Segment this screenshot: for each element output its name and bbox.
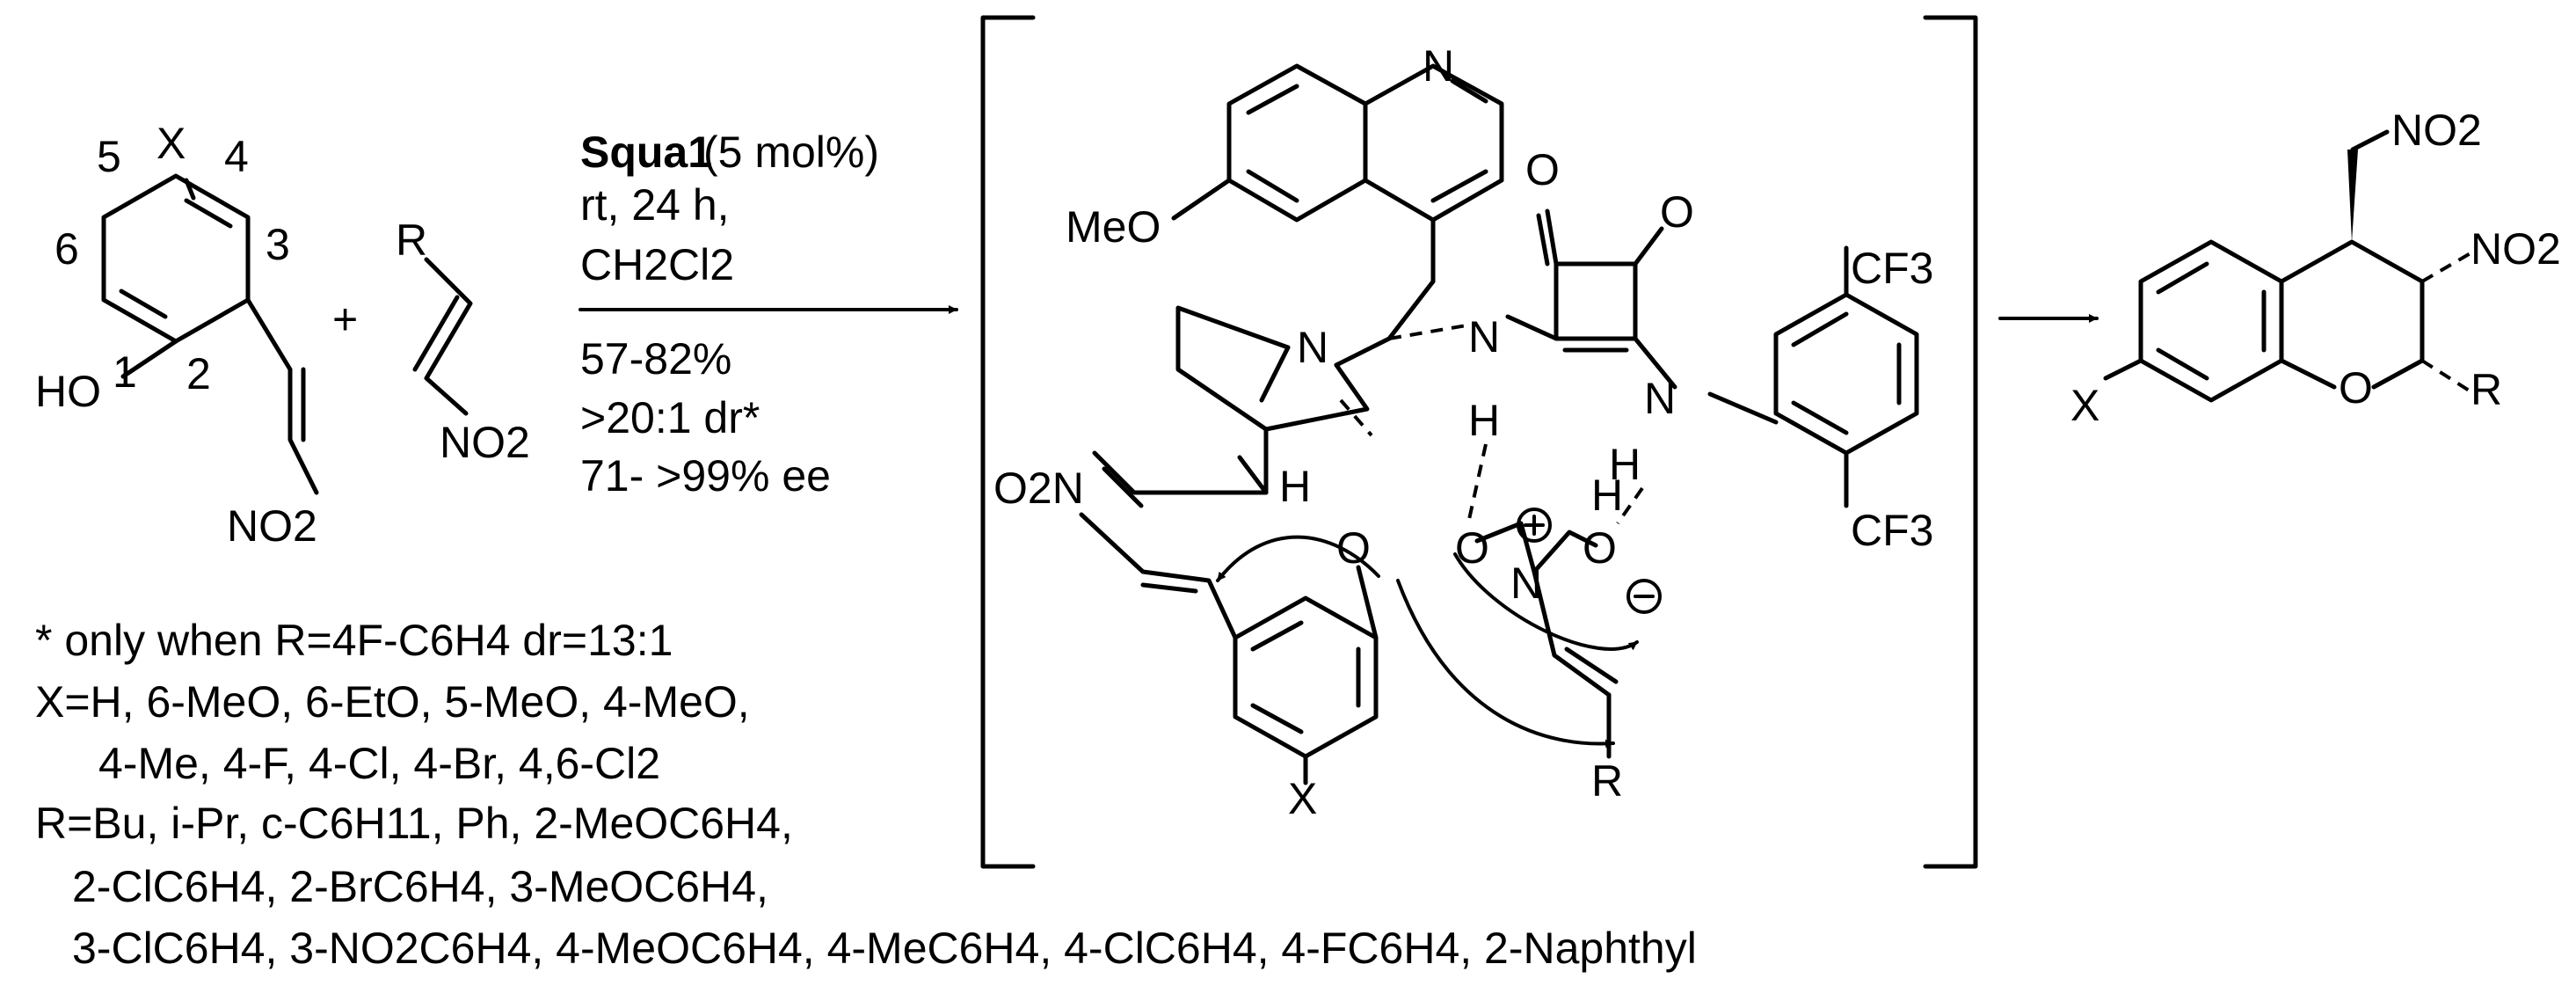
substrate-scope-notes: * only when R=4F-C6H4 dr=13:1 X=H, 6-MeO… bbox=[35, 616, 1697, 973]
ts-methoxy: MeO bbox=[1066, 202, 1161, 252]
hydroxyl-label: HO bbox=[35, 367, 101, 416]
substrate-nitrovinylphenol: 5 X 4 6 3 1 2 HO NO2 bbox=[35, 119, 319, 551]
catalyst-loading: (5 mol%) bbox=[703, 128, 879, 177]
right-bracket bbox=[1923, 15, 1978, 869]
ts-nitrovinyl-o2n: O2N bbox=[993, 464, 1084, 513]
ts-r-label: R bbox=[1591, 756, 1623, 806]
product-ring-o: O bbox=[2339, 363, 2373, 413]
ts-squaramide-o2: O bbox=[1660, 187, 1694, 237]
note-r-scope-2: 2-ClC6H4, 2-BrC6H4, 3-MeOC6H4, bbox=[72, 862, 768, 911]
position-5-label: 5 bbox=[97, 132, 121, 181]
nitro-label-1: NO2 bbox=[227, 501, 317, 551]
ts-amide-h1: H bbox=[1468, 396, 1500, 445]
ts-squaramide-o1: O bbox=[1525, 145, 1560, 194]
ts-x-label: X bbox=[1288, 774, 1317, 823]
product-r: R bbox=[2470, 365, 2502, 414]
ts-nitronate-o2: O bbox=[1583, 523, 1617, 573]
ts-quinoline-n: N bbox=[1423, 41, 1454, 91]
ts-amide-n1: N bbox=[1468, 312, 1500, 362]
product-nitro-side: NO2 bbox=[2470, 224, 2561, 274]
yield: 57-82% bbox=[580, 334, 731, 383]
ts-amide-h2: H bbox=[1609, 440, 1641, 489]
position-3-label: 3 bbox=[266, 220, 290, 269]
note-r-scope-3: 3-ClC6H4, 3-NO2C6H4, 4-MeOC6H4, 4-MeC6H4… bbox=[72, 924, 1697, 973]
transition-state: N MeO O O CF3 CF3 N N H N H H O O N O H … bbox=[993, 41, 1933, 823]
dr: >20:1 dr* bbox=[580, 393, 760, 442]
note-x-scope-2: 4-Me, 4-F, 4-Cl, 4-Br, 4,6-Cl2 bbox=[98, 739, 660, 788]
catalyst-name: Squa1 bbox=[580, 128, 712, 177]
ts-phenolate-o: O bbox=[1336, 523, 1371, 573]
ts-nitronate-n: N bbox=[1510, 559, 1542, 608]
nitro-label-2: NO2 bbox=[440, 418, 530, 467]
x-substituent-label: X bbox=[156, 119, 186, 168]
note-x-scope-1: X=H, 6-MeO, 6-EtO, 5-MeO, 4-MeO, bbox=[35, 677, 750, 727]
ts-nitronate-h: H bbox=[1591, 471, 1623, 520]
plus-sign: + bbox=[332, 295, 358, 344]
ts-cf3-bottom: CF3 bbox=[1851, 506, 1933, 555]
left-bracket bbox=[980, 15, 1036, 869]
ts-cf3-top: CF3 bbox=[1851, 244, 1933, 293]
solvent: CH2Cl2 bbox=[580, 240, 734, 289]
note-r-scope-1: R=Bu, i-Pr, c-C6H11, Ph, 2-MeOC6H4, bbox=[35, 799, 793, 848]
position-2-label: 2 bbox=[186, 349, 211, 398]
product-chromane: NO2 NO2 X O R bbox=[2070, 106, 2561, 430]
position-1-label: 1 bbox=[113, 347, 137, 397]
time-temp: rt, 24 h, bbox=[580, 180, 730, 230]
ts-amide-n2: N bbox=[1644, 374, 1676, 423]
substrate-nitroalkene: R NO2 bbox=[396, 215, 530, 467]
reaction-conditions: Squa1 (5 mol%) rt, 24 h, CH2Cl2 57-82% >… bbox=[579, 128, 958, 500]
product-x: X bbox=[2070, 381, 2099, 430]
note-dr-exception: * only when R=4F-C6H4 dr=13:1 bbox=[35, 616, 673, 665]
product-nitro-top: NO2 bbox=[2391, 106, 2482, 155]
position-4-label: 4 bbox=[224, 132, 249, 181]
r-group-label: R bbox=[396, 215, 427, 265]
ts-oh-h: H bbox=[1279, 462, 1311, 511]
ts-nitronate-o1: O bbox=[1455, 523, 1489, 573]
ee: 71- >99% ee bbox=[580, 451, 831, 500]
position-6-label: 6 bbox=[55, 224, 79, 274]
ts-quinuclidine-n: N bbox=[1297, 323, 1328, 372]
